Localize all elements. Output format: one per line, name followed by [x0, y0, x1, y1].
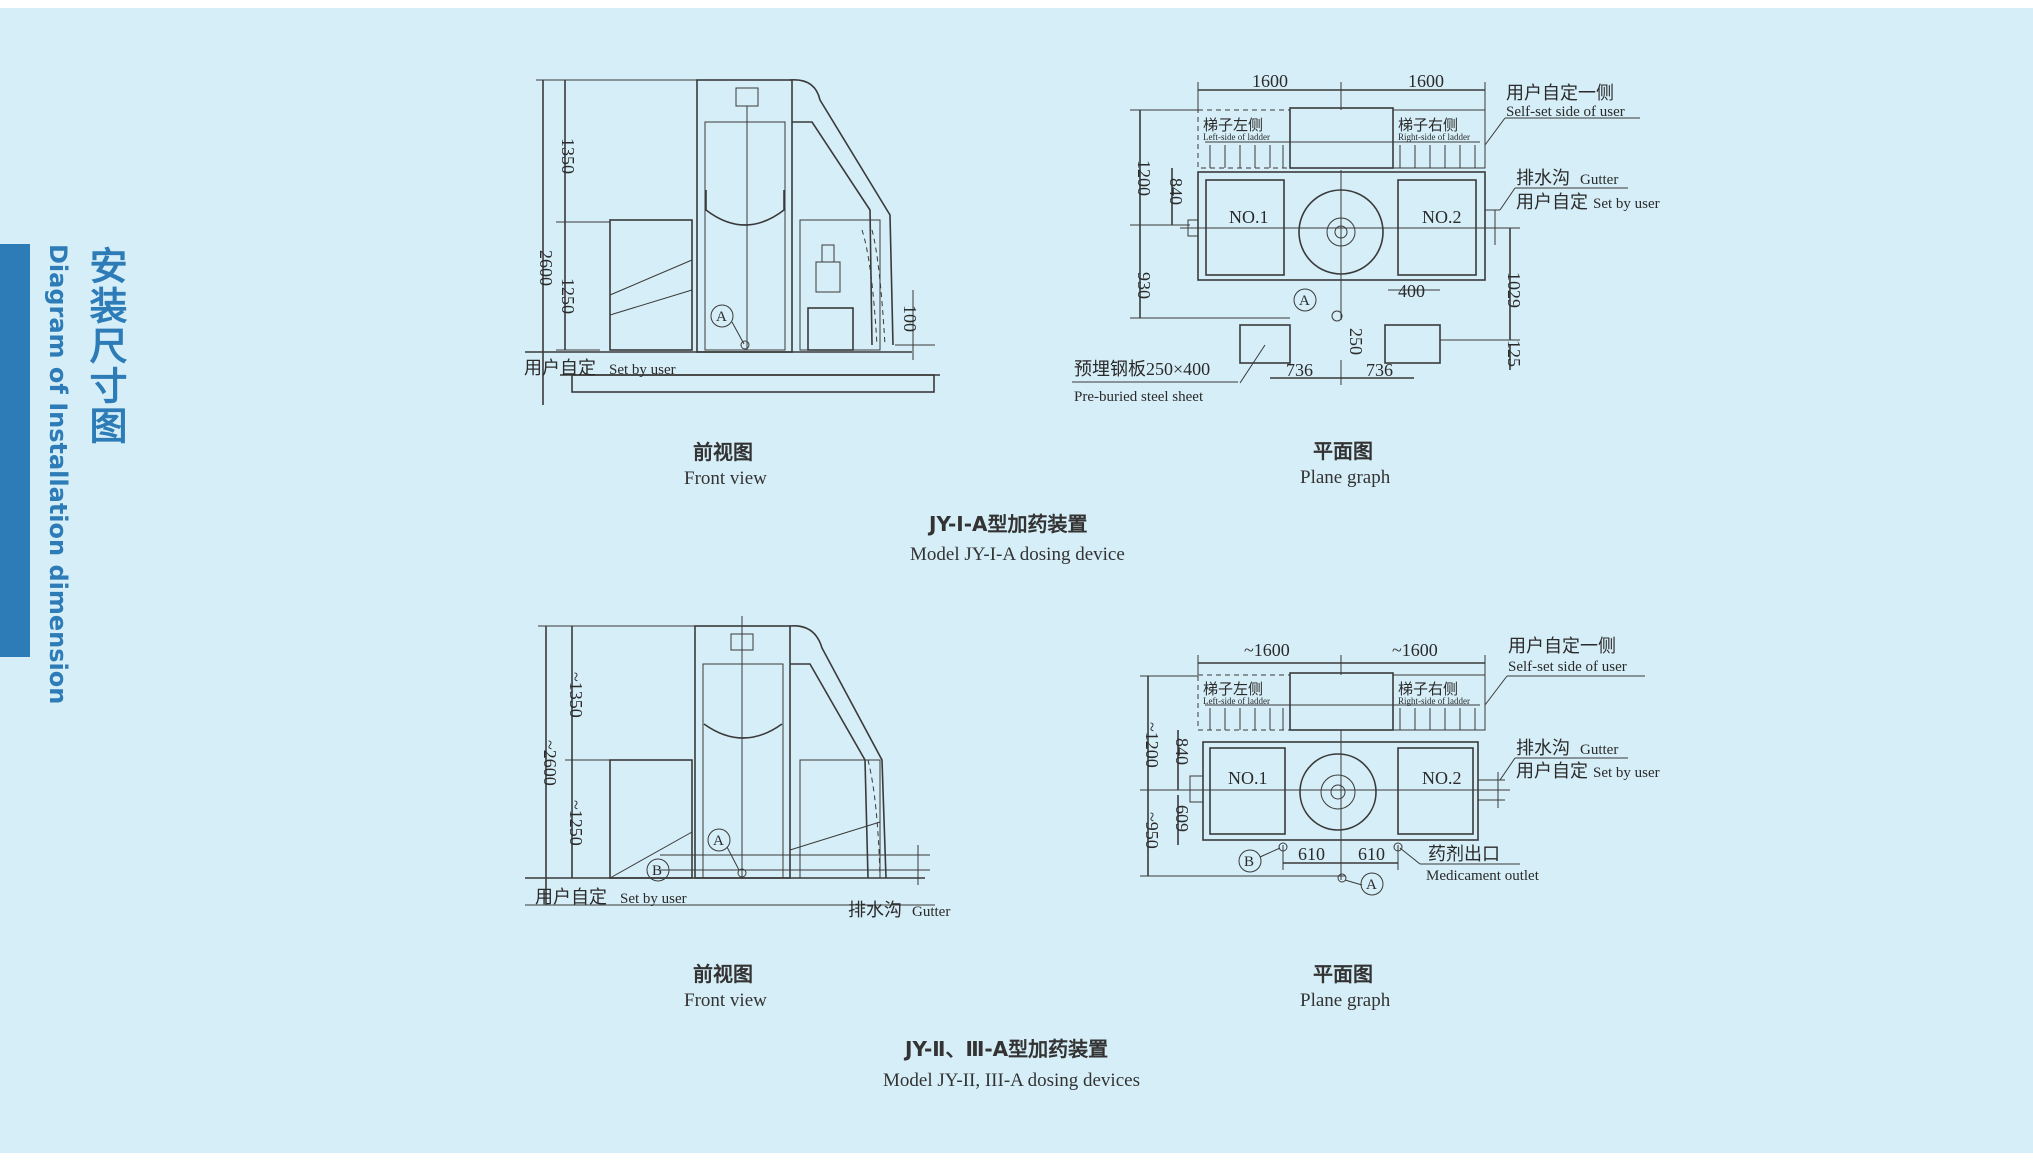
model2-front-marker-b: B [652, 863, 662, 879]
model1-plane-dim-left-total: 1200 [1134, 160, 1154, 196]
model2-plane-title-cn: 平面图 [1313, 962, 1373, 986]
model1-front-marker-a: A [716, 309, 727, 325]
side-accent-bar [0, 244, 30, 657]
model1-plane-self-set-cn: 用户自定一侧 [1506, 83, 1614, 103]
model2-plane-marker-a: A [1366, 877, 1377, 893]
model1-plane-graph: 1600 1600 梯子左侧 Left-side of ladder 梯子右侧 … [1072, 71, 1660, 405]
model2-plane-dim-left-inner: 840 [1172, 738, 1192, 765]
model1-plane-gutter-cn: 排水沟 [1516, 168, 1570, 188]
model2-front-marker-a: A [713, 833, 724, 849]
model2-front-dim-lower: ~1250 [566, 800, 586, 846]
model2-front-view: ~2600 ~1350 ~1250 A B 用户自定 Set by user 排… [525, 616, 950, 920]
model2-plane-tank2: NO.2 [1422, 768, 1462, 788]
model2-plane-gutter-cn: 排水沟 [1516, 738, 1570, 758]
model1-front-title-cn: 前视图 [693, 440, 753, 464]
model2-plane-set-by-user-en: Set by user [1593, 765, 1660, 781]
model1-front-label-en: Set by user [609, 362, 676, 378]
model2-plane-ladder-left-en: Left-side of ladder [1203, 696, 1270, 706]
model2-plane-graph: ~1600 ~1600 梯子左侧 Left-side of ladder 梯子右… [1140, 636, 1660, 896]
sidebar-title-cn: 安装尺寸图 [83, 246, 127, 446]
model2-plane-self-set-en: Self-set side of user [1508, 659, 1627, 675]
model1-front-dim-total: 2600 [536, 250, 556, 286]
model1-plane-dim-250: 250 [1346, 328, 1366, 355]
model1-plane-steel-en: Pre-buried steel sheet [1074, 389, 1204, 405]
model1-plane-dim-right-125: 125 [1504, 340, 1524, 367]
model2-plane-dim-left-total: ~1200 [1142, 722, 1162, 768]
model2-caption-en: Model JY-II, III-A dosing devices [883, 1070, 1140, 1091]
model1-plane-dim-bottom-right: 736 [1366, 360, 1393, 380]
model2-plane-title-en: Plane graph [1300, 990, 1391, 1011]
model1-plane-ladder-right-en: Right-side of ladder [1398, 132, 1470, 142]
model2-caption-cn: JY-Ⅱ、Ⅲ-A型加药装置 [903, 1037, 1108, 1061]
model2-front-gutter-cn: 排水沟 [848, 900, 902, 920]
model2-plane-dim-top-right: ~1600 [1392, 640, 1438, 660]
model1-front-view: 2600 1350 1250 100 A 用户自定 Set by user [524, 79, 940, 405]
model1-plane-self-set-en: Self-set side of user [1506, 104, 1625, 120]
model2-plane-self-set-cn: 用户自定一侧 [1508, 636, 1616, 656]
model1-plane-dim-top-right: 1600 [1408, 71, 1444, 91]
model1-plane-dim-right-1029: 1029 [1504, 272, 1524, 308]
model1-plane-ladder-left-cn: 梯子左侧 [1203, 117, 1263, 134]
model1-ladder-rungs [1209, 145, 1476, 168]
model1-plane-dim-left-inner: 840 [1166, 178, 1186, 205]
model1-front-title-en: Front view [684, 468, 767, 489]
model2-plane-outlet-cn: 药剂出口 [1428, 844, 1500, 864]
model1-caption-en: Model JY-I-A dosing device [910, 544, 1125, 565]
model1-plane-title-en: Plane graph [1300, 467, 1391, 488]
model2-front-label-cn: 用户自定 [535, 887, 607, 907]
model1-plane-gutter-en: Gutter [1580, 172, 1618, 188]
model1-caption-cn: JY-Ⅰ-A型加药装置 [927, 512, 1088, 536]
model2-plane-outlet-en: Medicament outlet [1426, 868, 1540, 884]
model1-plane-title-cn: 平面图 [1313, 439, 1373, 463]
model2-plane-ladder-left-cn: 梯子左侧 [1203, 681, 1263, 698]
model2-front-label-en: Set by user [620, 891, 687, 907]
model2-plane-dim-bottom-left: 610 [1298, 844, 1325, 864]
model1-plane-ladder-right-cn: 梯子右侧 [1398, 117, 1458, 134]
model1-plane-dim-top-left: 1600 [1252, 71, 1288, 91]
model2-plane-dim-left-lower: ~950 [1142, 812, 1162, 849]
model2-plane-ladder-right-en: Right-side of ladder [1398, 696, 1470, 706]
model1-plane-dim-400: 400 [1398, 281, 1425, 301]
model2-ladder-rungs [1209, 708, 1476, 730]
model2-plane-dim-609: 609 [1172, 805, 1192, 832]
model2-front-dim-upper: ~1350 [566, 672, 586, 718]
model1-plane-ladder-left-en: Left-side of ladder [1203, 132, 1270, 142]
model2-plane-dim-top-left: ~1600 [1244, 640, 1290, 660]
model1-plane-steel-cn: 预埋钢板250×400 [1074, 359, 1210, 379]
model2-plane-dim-bottom-right: 610 [1358, 844, 1385, 864]
model1-front-dim-upper: 1350 [558, 138, 578, 174]
model1-plane-tank1: NO.1 [1229, 207, 1269, 227]
model1-front-dim-lower: 1250 [558, 278, 578, 314]
model2-plane-set-by-user-cn: 用户自定 [1516, 761, 1588, 781]
model2-front-gutter-en: Gutter [912, 904, 950, 920]
model2-plane-tank1: NO.1 [1228, 768, 1268, 788]
model1-plane-marker-a: A [1299, 293, 1310, 309]
model1-front-dim-right: 100 [900, 305, 920, 332]
model2-front-title-cn: 前视图 [693, 962, 753, 986]
model1-plane-tank2: NO.2 [1422, 207, 1462, 227]
model1-plane-set-by-user-cn: 用户自定 [1516, 192, 1588, 212]
model1-plane-dim-left-lower: 930 [1134, 272, 1154, 299]
model2-plane-gutter-en: Gutter [1580, 742, 1618, 758]
sidebar-title-en: Diagram of Installation dimension [44, 244, 72, 705]
model2-plane-marker-b: B [1244, 854, 1254, 870]
model2-front-dim-total: ~2600 [540, 740, 560, 786]
model2-plane-ladder-right-cn: 梯子右侧 [1398, 681, 1458, 698]
model1-plane-set-by-user-en: Set by user [1593, 196, 1660, 212]
model1-front-label-cn: 用户自定 [524, 358, 596, 378]
background-panel [0, 8, 2033, 1153]
model1-plane-dim-bottom-left: 736 [1286, 360, 1313, 380]
model2-front-title-en: Front view [684, 990, 767, 1011]
